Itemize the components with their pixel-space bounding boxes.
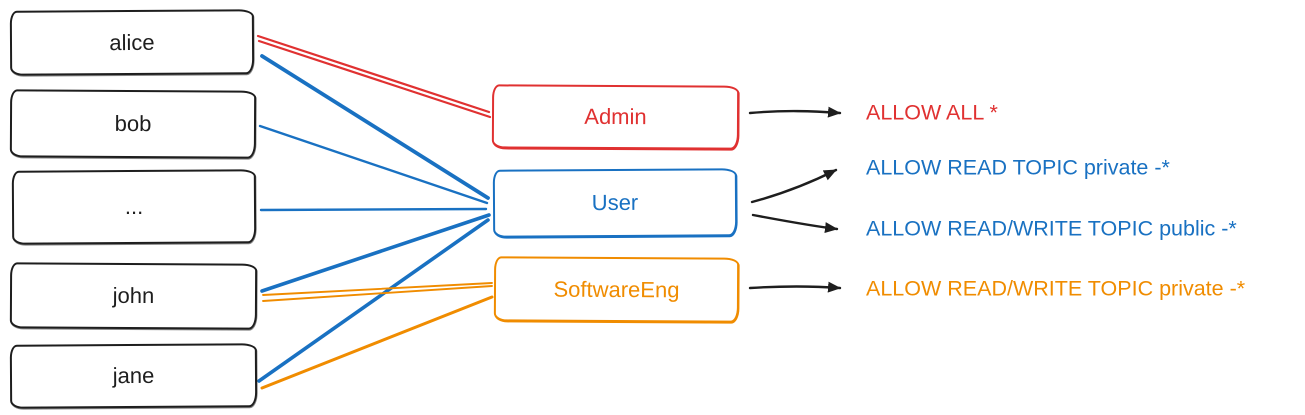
user-label-bob: bob <box>114 110 152 137</box>
arrow-swe-rw-private <box>748 281 842 293</box>
edge-jane-user <box>257 218 490 383</box>
role-box-softwareeng: SoftwareEng <box>493 256 740 323</box>
edge-john-user <box>260 213 491 293</box>
user-box-bob: bob <box>9 89 257 159</box>
permission-text: ALLOW READ/WRITE TOPIC public -* <box>866 216 1237 241</box>
edge-alice-admin <box>256 34 491 114</box>
role-box-user: User <box>492 168 738 238</box>
arrow-user-read-private <box>750 168 838 204</box>
edge-dots-user <box>259 207 488 212</box>
edge-alice-admin-2 <box>257 39 492 119</box>
user-box-dots: ... <box>11 169 257 245</box>
role-box-admin: Admin <box>491 84 740 150</box>
user-box-john: john <box>9 262 258 330</box>
user-box-jane: jane <box>9 343 258 409</box>
user-label-john: john <box>112 282 155 309</box>
edge-alice-user <box>260 54 490 200</box>
arrow-admin-allow-all <box>748 106 842 118</box>
user-label-alice: alice <box>109 29 155 55</box>
arrow-user-rw-public <box>751 213 839 234</box>
permission-label-rw-topic-private: ALLOW READ/WRITE TOPIC private -* <box>866 278 1245 300</box>
role-label-softwareeng: SoftwareEng <box>553 276 680 302</box>
edge-john-swe <box>262 282 493 296</box>
role-label-user: User <box>591 189 639 216</box>
edge-jane-swe <box>260 295 494 390</box>
permission-text: ALLOW READ TOPIC private -* <box>866 155 1170 180</box>
role-label-admin: Admin <box>584 103 647 130</box>
permission-label-read-topic-private: ALLOW READ TOPIC private -* <box>866 157 1170 179</box>
edge-john-swe-2 <box>262 285 493 302</box>
user-box-alice: alice <box>9 9 255 76</box>
permission-text: ALLOW READ/WRITE TOPIC private -* <box>866 276 1246 301</box>
permission-label-allow-all: ALLOW ALL * <box>866 102 998 124</box>
user-label-jane: jane <box>112 362 155 389</box>
permission-label-rw-topic-public: ALLOW READ/WRITE TOPIC public -* <box>866 218 1237 240</box>
user-label-dots: ... <box>124 193 144 220</box>
permission-text: ALLOW ALL * <box>866 100 998 125</box>
edge-bob-user <box>258 124 489 205</box>
